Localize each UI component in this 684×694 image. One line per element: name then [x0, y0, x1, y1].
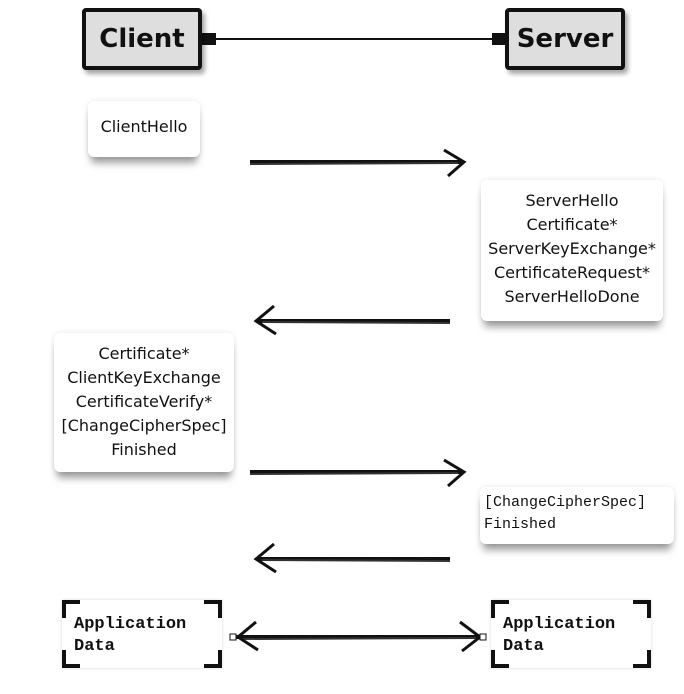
client-actor: Client	[82, 8, 202, 70]
arrow-client-hello	[249, 148, 467, 178]
arrow-server-finished	[253, 542, 451, 574]
connector-cap-left	[202, 33, 216, 45]
server-actor: Server	[505, 8, 625, 70]
arrow-server-hello	[253, 304, 451, 336]
appdata-line: Data	[503, 637, 544, 656]
note-line: CertificateRequest*	[493, 263, 651, 282]
connector-cap-right	[492, 33, 506, 45]
appdata-line: Data	[74, 637, 115, 656]
bracket-corner	[633, 650, 651, 668]
note-line: [ChangeCipherSpec]	[484, 494, 647, 511]
bracket-corner	[204, 650, 222, 668]
server-hello-note: ServerHello Certificate* ServerKeyExchan…	[481, 180, 663, 321]
note-line: ClientKeyExchange	[67, 368, 221, 387]
bracket-corner	[491, 650, 509, 668]
note-line: ServerHelloDone	[504, 287, 640, 306]
bracket-corner	[491, 600, 509, 618]
client-hello-note: ClientHello	[88, 101, 200, 157]
note-line: ServerKeyExchange*	[488, 239, 656, 258]
server-finished-note: [ChangeCipherSpec] Finished	[480, 487, 674, 544]
appdata-line: Application	[74, 615, 187, 634]
note-line: [ChangeCipherSpec]	[61, 416, 227, 435]
client-actor-label: Client	[99, 24, 185, 54]
appdata-line: Application	[503, 615, 616, 634]
server-actor-label: Server	[516, 24, 614, 54]
arrow-client-key-exchange	[249, 458, 467, 488]
note-line: CertificateVerify*	[75, 392, 213, 411]
client-application-data: Application Data	[62, 600, 222, 668]
server-application-data: Application Data	[491, 600, 651, 668]
bracket-corner	[204, 600, 222, 618]
note-line: Certificate*	[526, 215, 618, 234]
bracket-corner	[62, 600, 80, 618]
client-certificate-note: Certificate* ClientKeyExchange Certifica…	[54, 333, 234, 472]
arrow-application-data	[229, 620, 487, 653]
note-line: Certificate*	[98, 344, 190, 363]
bracket-corner	[633, 600, 651, 618]
note-line: Finished	[484, 516, 557, 533]
bracket-corner	[62, 650, 80, 668]
note-line: Finished	[111, 440, 177, 459]
note-line: ServerHello	[525, 191, 619, 210]
note-line: ClientHello	[100, 117, 188, 136]
